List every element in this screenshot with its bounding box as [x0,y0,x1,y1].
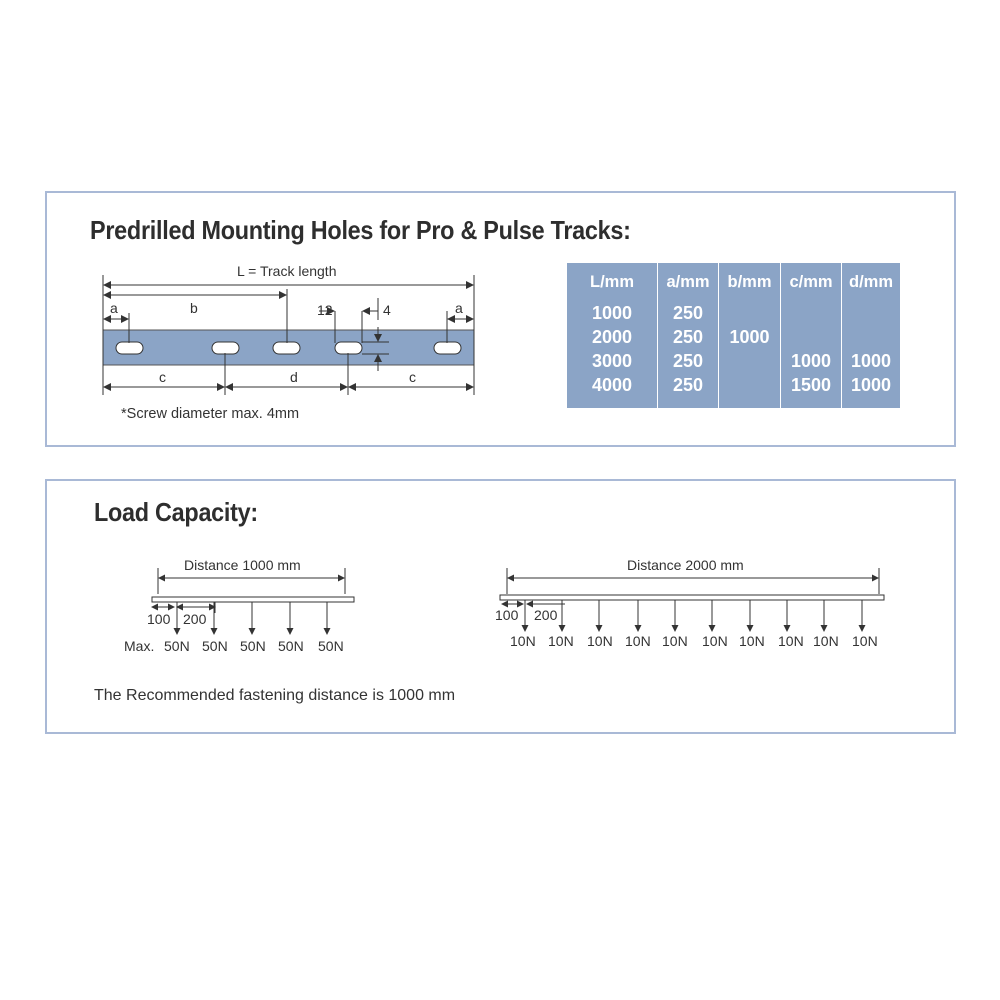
dim-c-left-label: c [159,369,166,385]
table-column: c/mm 1000 1500 [781,263,842,408]
table-cell: 1000 [850,375,892,395]
table-column: L/mm 1000 2000 3000 4000 [567,263,658,408]
right-load-label: 10N [813,633,839,649]
table-header: a/mm [666,273,710,291]
left-load-label: 50N [278,638,304,654]
left-load-label: 50N [240,638,266,654]
dim-4-label: 4 [383,302,391,318]
table-header: d/mm [848,273,893,291]
right-load-label: 10N [778,633,804,649]
left-dim-200-label: 200 [183,611,207,627]
left-dim-100-label: 100 [147,611,171,627]
right-load-label: 10N [662,633,688,649]
table-cell: 1000 [790,351,832,371]
table-cell: 1000 [729,327,770,347]
right-load-label: 10N [548,633,574,649]
right-load-label: 10N [702,633,728,649]
left-distance-label: Distance 1000 mm [184,557,301,573]
table-cell: 3000 [591,351,633,371]
dim-a-right-label: a [455,300,463,316]
mounting-hole [115,341,144,355]
right-load-arrows [521,600,866,632]
right-load-label: 10N [587,633,613,649]
mounting-hole [433,341,462,355]
dim-d-label: d [290,369,298,385]
dim-12-label: 12 [317,302,333,318]
screw-note: *Screw diameter max. 4mm [121,406,300,422]
table-cell: 2000 [591,327,633,347]
table-cell: 1000 [850,351,892,371]
table-header: c/mm [789,273,833,291]
mounting-holes-title: Predrilled Mounting Holes for Pro & Puls… [90,215,631,245]
right-load-label: 10N [739,633,765,649]
left-load-label: 50N [318,638,344,654]
table-cell: 4000 [591,375,633,395]
right-distance-label: Distance 2000 mm [627,557,744,573]
dim-c-right-label: c [409,369,416,385]
left-max-prefix: Max. [124,638,154,654]
table-column: d/mm 1000 1000 [842,263,900,408]
right-load-label: 10N [852,633,878,649]
right-load-label: 10N [510,633,536,649]
dim-b-label: b [190,300,198,316]
table-column: a/mm 250 250 250 250 [658,263,719,408]
recommendation-note: The Recommended fastening distance is 10… [94,687,456,704]
right-dim-100-label: 100 [495,607,519,623]
dimension-table: L/mm 1000 2000 3000 4000 a/mm 250 250 25… [567,263,900,408]
table-column: b/mm 1000 [719,263,781,408]
track-diagram: L = Track length a b 12 4 a c d c [102,263,475,395]
table-cell: 250 [672,327,704,347]
table-cell: 1000 [591,303,633,323]
mounting-holes-panel: Predrilled Mounting Holes for Pro & Puls… [45,191,956,447]
right-load-label: 10N [625,633,651,649]
mounting-hole [211,341,240,355]
extension-lines [102,275,475,395]
load-diagrams: Distance 1000 mm 100 200 Max. 50N 50N 50… [124,557,885,654]
load-capacity-panel: Load Capacity: Distance 1000 mm 100 200 … [45,479,956,734]
table-header: b/mm [727,273,772,291]
mounting-hole [334,341,363,355]
mounting-hole [272,341,301,355]
table-cell: 250 [672,303,704,323]
table-cell: 1500 [790,375,832,395]
right-track-bar [499,594,885,601]
load-capacity-title: Load Capacity: [94,497,258,527]
table-header: L/mm [589,273,634,291]
table-cell: 250 [672,375,704,395]
left-load-label: 50N [164,638,190,654]
table-cell: 250 [672,351,704,371]
left-load-label: 50N [202,638,228,654]
right-dim-200-label: 200 [534,607,558,623]
track-length-label: L = Track length [237,263,336,279]
left-track-bar [151,596,355,603]
dim-a-left-label: a [110,300,118,316]
